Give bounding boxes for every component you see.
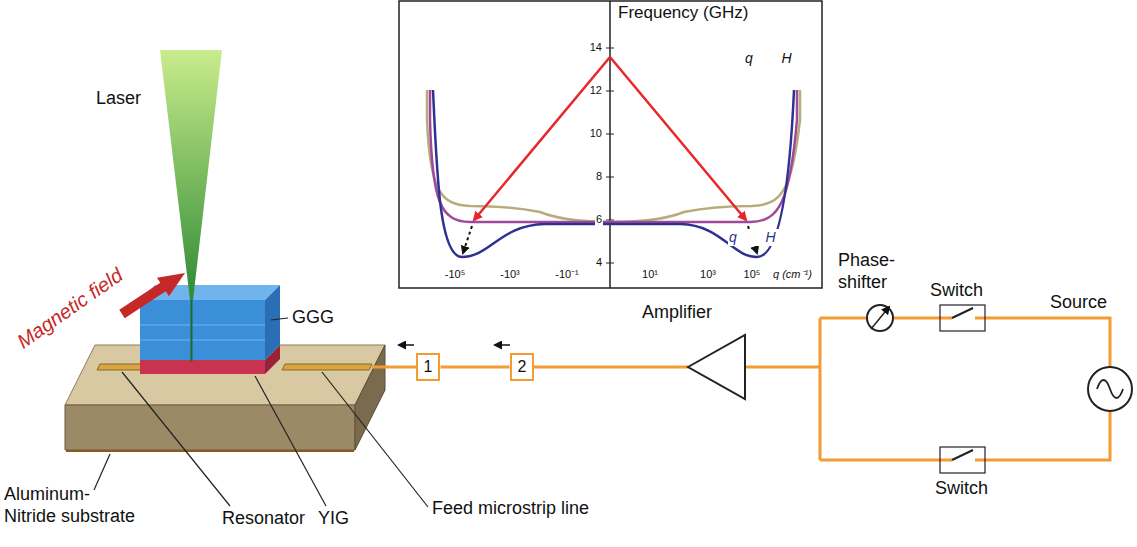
circuit-part: [952, 308, 973, 318]
circuit-part: [867, 305, 893, 331]
dispersion-chart-part: [610, 57, 746, 220]
tick-label: -10³: [500, 268, 520, 281]
device-illustration-part: [191, 300, 193, 362]
part-label: YIG: [318, 508, 349, 530]
circuit-part: [871, 307, 889, 329]
dispersion-chart-part: [606, 48, 614, 263]
component-label: Phase- shifter: [838, 250, 910, 293]
dispersion-chart-part: [433, 90, 794, 257]
signal-box: 2: [510, 353, 535, 380]
axis-title: Frequency (GHz): [618, 3, 748, 23]
device-illustration-part: [140, 325, 265, 340]
component-label: Amplifier: [642, 302, 712, 324]
circuit-part: [940, 305, 985, 331]
axis-label: q (cm⁻¹): [773, 268, 812, 281]
leader-line-part: [322, 372, 428, 507]
tick-label: 14: [589, 41, 603, 54]
leader-line: [94, 318, 428, 507]
dispersion-chart-part: [609, 1, 611, 288]
tick-label: 10¹: [642, 268, 658, 281]
device-illustration-part: [119, 273, 185, 318]
box-number: 2: [518, 357, 527, 376]
circuit-part: [688, 335, 745, 399]
part-label: GGG: [292, 307, 334, 329]
circuit-part: [940, 447, 985, 473]
device-illustration-part: [355, 345, 385, 450]
device-illustration-part: [265, 285, 280, 360]
box-number: 1: [424, 357, 433, 376]
dispersion-chart-part: [463, 226, 472, 253]
device-illustration-part: [282, 364, 372, 370]
leader-line-part: [255, 376, 326, 506]
circuit-part: [495, 344, 510, 346]
tick-label: 10⁵: [744, 268, 761, 281]
curve-label: q⃗ ⊥ H⃗: [745, 50, 802, 67]
leader-line-part: [122, 372, 230, 506]
circuit-part: [399, 344, 414, 346]
component-label: Source: [1050, 292, 1107, 314]
part-label: Feed microstrip line: [432, 498, 589, 520]
tick-label: -10⁵: [445, 268, 465, 281]
signal-box: 1: [416, 353, 441, 380]
signal-wire: [440, 366, 509, 369]
device-illustration-part: [140, 360, 265, 374]
tick-label: 4: [595, 256, 603, 269]
component-label: Switch: [935, 478, 988, 500]
tick-label: 10: [589, 127, 603, 140]
circuit: [372, 305, 1132, 473]
circuit-part: [1097, 380, 1123, 398]
tick-label: 12: [589, 84, 603, 97]
dispersion-chart-part: [430, 90, 797, 222]
leader-line-part: [94, 454, 110, 490]
field-label: Magnetic field: [13, 263, 128, 353]
device-illustration-part: [140, 300, 265, 360]
component-label: Switch: [930, 280, 983, 302]
tick-label: -10⁻¹: [555, 268, 579, 281]
tick-label: 10³: [700, 268, 716, 281]
part-label: Laser: [96, 88, 141, 110]
part-label: Resonator: [222, 508, 305, 530]
dispersion-chart-part: [427, 90, 800, 222]
curve-label: q⃗ ∥ H⃗: [728, 229, 787, 246]
dispersion-chart-part: [399, 1, 822, 288]
circuit-part: [1088, 367, 1132, 411]
circuit-part: [952, 450, 973, 460]
leader-line-part: [271, 318, 288, 320]
tick-label: 8: [595, 170, 603, 183]
device-illustration-part: [160, 50, 222, 300]
circuit-part: [372, 318, 1110, 460]
dispersion-chart-part: [474, 57, 610, 220]
part-label: Aluminum- Nitride substrate: [4, 484, 141, 527]
device-illustration-part: [65, 405, 355, 450]
dispersion-chart: [399, 1, 822, 288]
device-illustration-part: [66, 450, 354, 452]
tick-label: 6: [595, 213, 603, 226]
